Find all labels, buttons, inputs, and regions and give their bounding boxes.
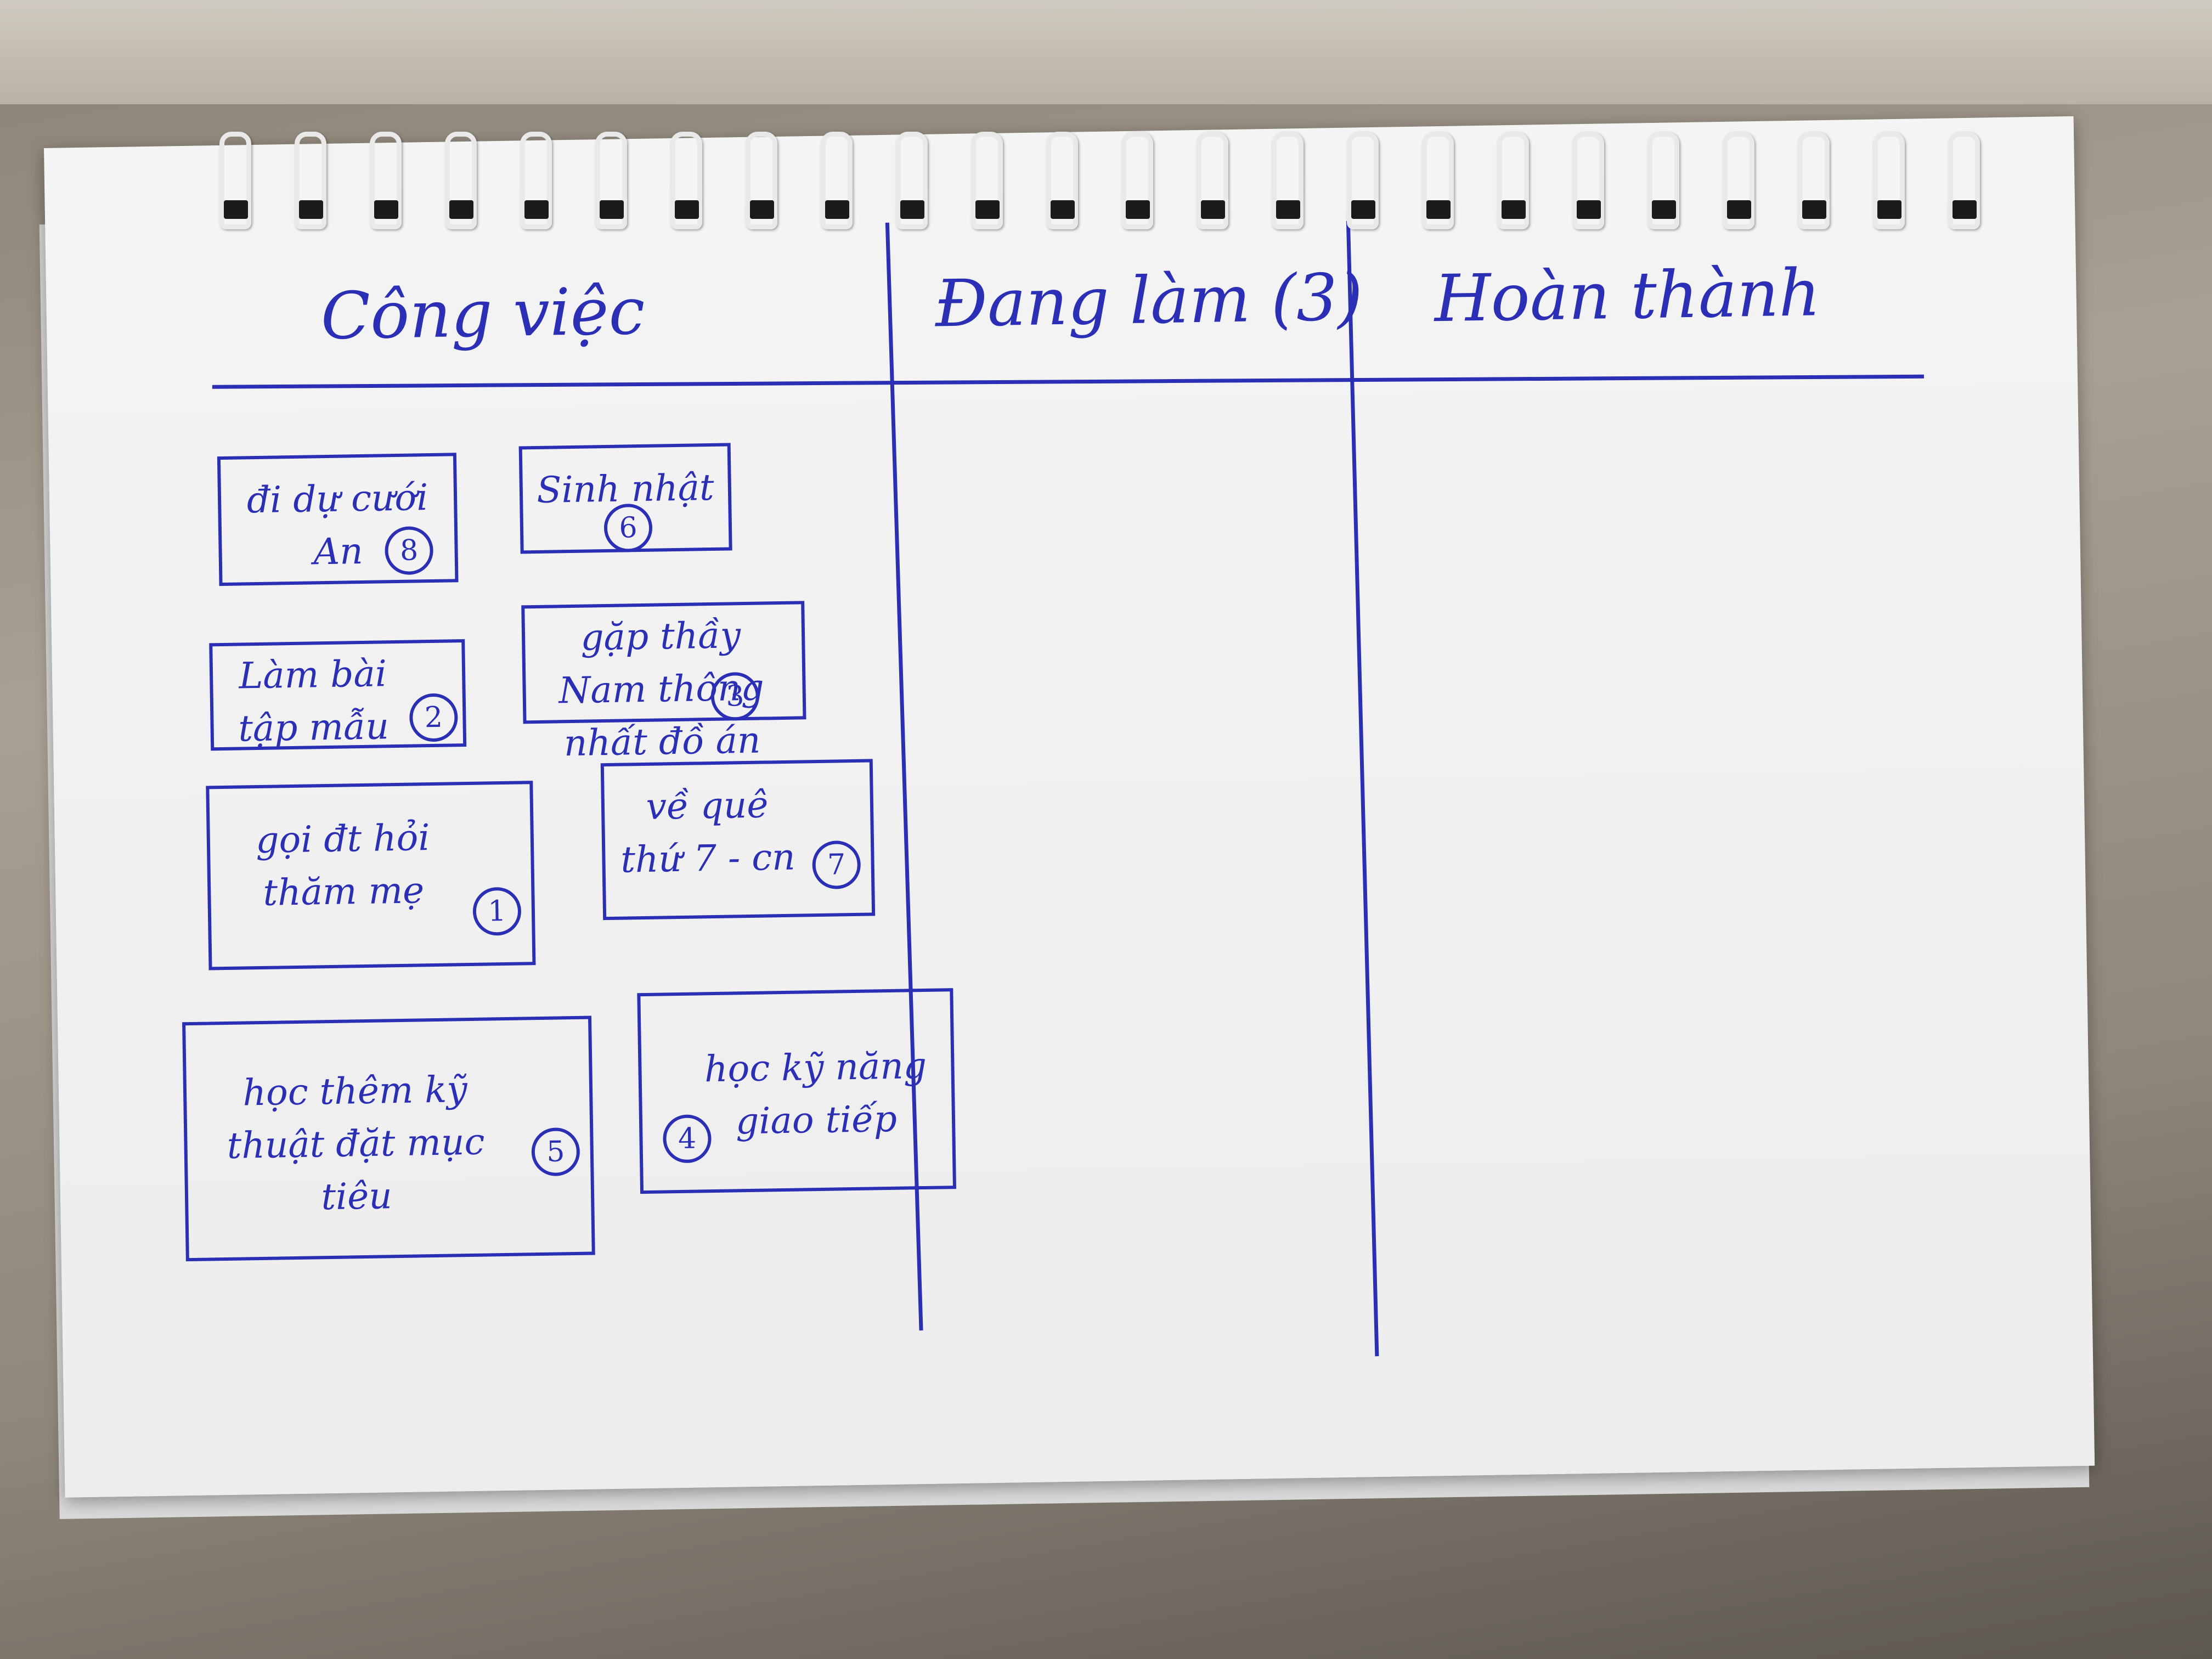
- spiral-hole: [600, 200, 624, 219]
- card-box-7: [182, 1015, 595, 1262]
- spiral-ring: [1647, 132, 1679, 229]
- spiral-hole: [1351, 200, 1375, 219]
- spiral-ring: [1723, 132, 1754, 229]
- spiral-ring: [445, 132, 477, 229]
- spiral-ring: [1121, 132, 1153, 229]
- spiral-ring: [746, 132, 777, 229]
- spiral-hole: [224, 200, 248, 219]
- card-text-8: học kỹ năng giao tiếp: [704, 1044, 927, 1143]
- spiral-ring: [1948, 132, 1980, 229]
- spiral-hole: [1652, 200, 1676, 219]
- spiral-ring: [1572, 132, 1604, 229]
- spiral-hole: [299, 200, 323, 219]
- spiral-ring: [370, 132, 402, 229]
- spiral-hole: [1877, 200, 1901, 219]
- spiral-hole: [1727, 200, 1751, 219]
- spiral-hole: [975, 200, 1000, 219]
- spiral-hole: [1502, 200, 1526, 219]
- card-box-2: [518, 443, 732, 554]
- spiral-ring: [1873, 132, 1905, 229]
- spiral-hole: [1201, 200, 1225, 219]
- spiral-ring: [1272, 132, 1304, 229]
- spiral-ring: [1046, 132, 1078, 229]
- spiral-ring: [1197, 132, 1228, 229]
- column-header-done: Hoàn thành: [1434, 255, 1821, 337]
- spiral-ring: [595, 132, 627, 229]
- spiral-binding: [219, 132, 2019, 230]
- spiral-hole: [750, 200, 774, 219]
- card-box-1: [217, 453, 459, 586]
- spiral-ring: [670, 132, 702, 229]
- spiral-hole: [1126, 200, 1150, 219]
- card-text-5: gọi đt hỏi thăm mẹ: [255, 816, 431, 914]
- spiral-hole: [900, 200, 924, 219]
- spiral-ring: [821, 132, 853, 229]
- spiral-ring: [971, 132, 1003, 229]
- card-text-6: về quê thứ 7 - cn: [620, 783, 796, 881]
- spiral-ring: [896, 132, 928, 229]
- spiral-hole: [524, 200, 549, 219]
- notebook-page: Công việc Đang làm (3) Hoàn thành đi dự …: [44, 116, 2095, 1498]
- spiral-hole: [825, 200, 849, 219]
- spiral-hole: [1426, 200, 1451, 219]
- card-box-6: [600, 759, 876, 921]
- spiral-hole: [449, 200, 473, 219]
- header-divider-line: [212, 374, 1924, 389]
- column-divider-1: [885, 222, 923, 1331]
- desk-back-edge: [0, 0, 2212, 104]
- spiral-ring: [1798, 132, 1830, 229]
- spiral-ring: [219, 132, 251, 229]
- spiral-hole: [675, 200, 699, 219]
- column-header-doing: Đang làm (3): [934, 259, 1363, 342]
- card-box-8: [637, 988, 957, 1194]
- spiral-hole: [1802, 200, 1826, 219]
- card-box-3: [209, 639, 467, 751]
- spiral-ring: [1422, 132, 1454, 229]
- spiral-ring: [1347, 132, 1379, 229]
- spiral-hole: [374, 200, 398, 219]
- column-header-todo: Công việc: [320, 273, 646, 354]
- spiral-hole: [1577, 200, 1601, 219]
- card-text-3: Làm bài tập mẫu: [238, 652, 390, 750]
- card-box-4: [521, 601, 806, 724]
- card-text-7: học thêm kỹ thuật đặt mục tiêu: [227, 1068, 485, 1218]
- kanban-grid-lines: [182, 221, 1924, 1357]
- spiral-hole: [1953, 200, 1977, 219]
- column-divider-2: [1346, 221, 1379, 1357]
- spiral-hole: [1051, 200, 1075, 219]
- card-box-5: [206, 781, 536, 970]
- spiral-ring: [520, 132, 552, 229]
- spiral-hole: [1276, 200, 1300, 219]
- spiral-ring: [295, 132, 326, 229]
- spiral-ring: [1497, 132, 1529, 229]
